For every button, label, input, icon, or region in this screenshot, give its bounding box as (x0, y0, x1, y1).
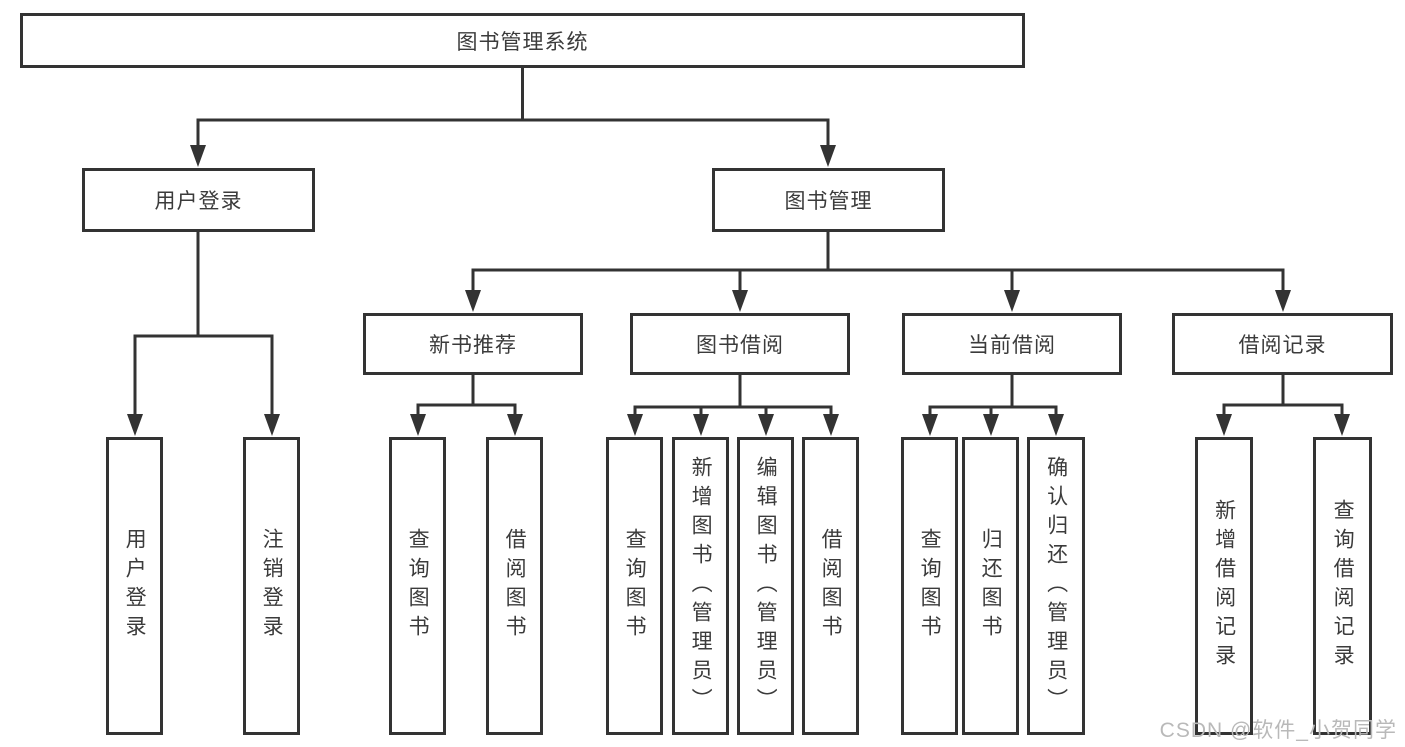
node-book-management: 图书管理 (712, 168, 945, 232)
leaf-confirm-return-admin: 确认归还（管理员） (1027, 437, 1085, 735)
arrowheads (127, 145, 1350, 436)
node-book-borrowing: 图书借阅 (630, 313, 850, 375)
leaf-edit-books-admin: 编辑图书（管理员） (737, 437, 794, 735)
node-current-borrowing: 当前借阅 (902, 313, 1122, 375)
leaf-add-books-admin: 新增图书（管理员） (672, 437, 729, 735)
leaf-query-books-current: 查询图书 (901, 437, 958, 735)
csdn-watermark: CSDN @软件_小贺同学 (1159, 719, 1397, 742)
leaf-user-login: 用户登录 (106, 437, 163, 735)
leaf-query-books-recommend: 查询图书 (389, 437, 446, 735)
leaf-borrow-books-recommend: 借阅图书 (486, 437, 543, 735)
leaf-borrow-books: 借阅图书 (802, 437, 859, 735)
leaf-logout: 注销登录 (243, 437, 300, 735)
node-borrowing-records: 借阅记录 (1172, 313, 1393, 375)
leaf-query-books-borrowing: 查询图书 (606, 437, 663, 735)
node-library-management-system: 图书管理系统 (20, 13, 1025, 68)
leaf-return-books: 归还图书 (962, 437, 1019, 735)
node-user-login: 用户登录 (82, 168, 315, 232)
leaf-add-borrow-record: 新增借阅记录 (1195, 437, 1253, 735)
node-new-book-recommendation: 新书推荐 (363, 313, 583, 375)
leaf-query-borrow-record: 查询借阅记录 (1313, 437, 1372, 735)
